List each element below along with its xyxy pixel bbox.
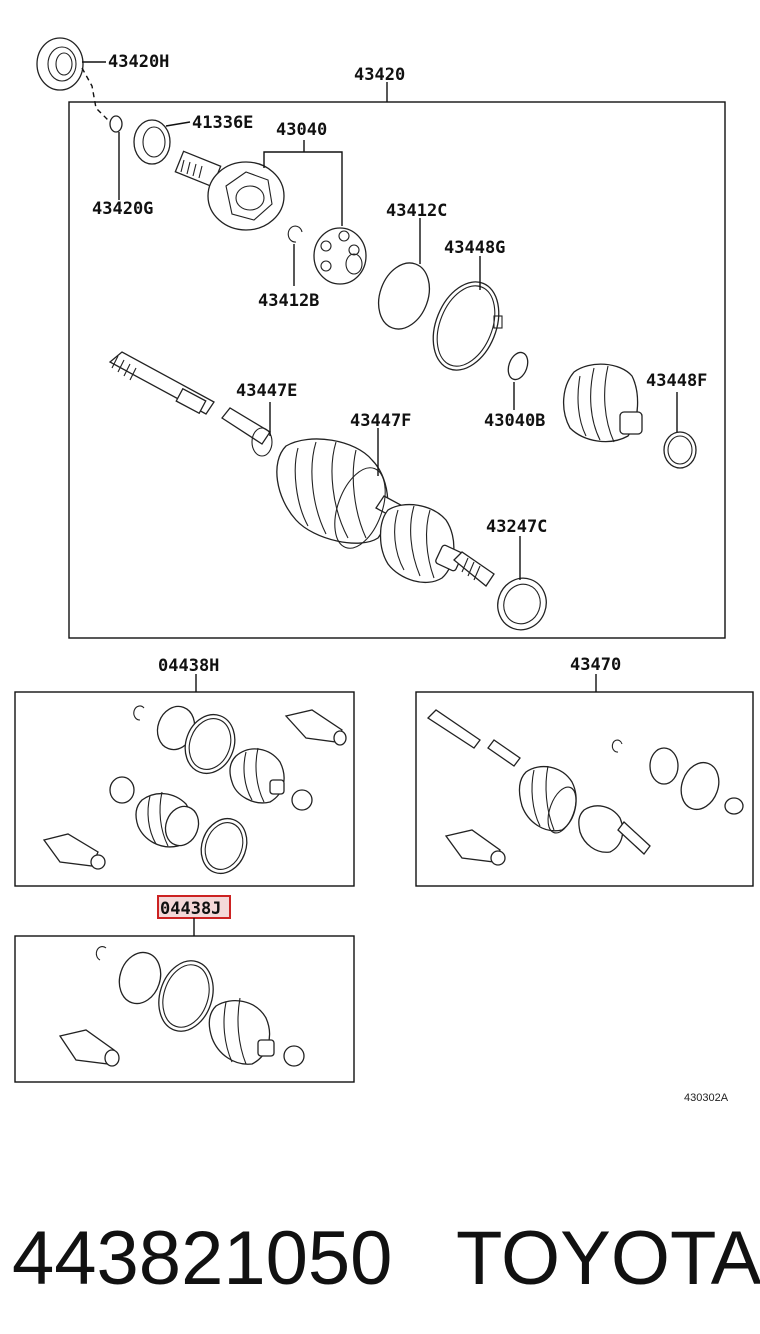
ring-43040b[interactable] <box>505 350 531 382</box>
brand-name: TOYOTA <box>456 1216 760 1301</box>
label-04438h[interactable]: 04438H <box>158 656 219 676</box>
label-43412c[interactable]: 43412C <box>386 201 447 221</box>
kit-04438h-frame <box>14 691 355 887</box>
part-number: 443821050 <box>12 1216 392 1301</box>
label-43040[interactable]: 43040 <box>276 120 327 140</box>
kit-43470-frame <box>415 691 754 887</box>
label-43412b[interactable]: 43412B <box>258 291 319 311</box>
clamp-band-43448g[interactable] <box>421 272 511 380</box>
driveshaft-assembly[interactable] <box>108 351 495 587</box>
label-43447f[interactable]: 43447F <box>350 411 411 431</box>
label-43448g[interactable]: 43448G <box>444 238 505 258</box>
kit-43470-parts[interactable] <box>426 709 744 866</box>
label-43040b[interactable]: 43040B <box>484 411 545 431</box>
kit-04438j-frame <box>14 935 355 1083</box>
clamp-43448f[interactable] <box>663 431 697 469</box>
label-43420h[interactable]: 43420H <box>108 52 169 72</box>
clamp-43447f[interactable] <box>325 461 395 555</box>
inboard-boot[interactable] <box>563 363 643 443</box>
seal-43420h[interactable] <box>36 37 84 91</box>
ring-43247c[interactable] <box>491 571 554 636</box>
figure-code: 430302A <box>684 1092 729 1104</box>
kit-04438h-parts[interactable] <box>42 701 347 880</box>
ring-41336e[interactable] <box>133 119 171 165</box>
outboard-joint-43040[interactable] <box>174 150 285 231</box>
snap-ring-43412b[interactable] <box>287 225 303 243</box>
ball-race[interactable] <box>313 227 367 285</box>
label-43448f[interactable]: 43448F <box>646 371 707 391</box>
label-43420g[interactable]: 43420G <box>92 199 153 219</box>
ring-43412c[interactable] <box>370 256 438 336</box>
label-04438j[interactable]: 04438J <box>160 899 221 919</box>
label-43247c[interactable]: 43247C <box>486 517 547 537</box>
label-43470[interactable]: 43470 <box>570 655 621 675</box>
label-43420[interactable]: 43420 <box>354 65 405 85</box>
kit-04438j-parts[interactable] <box>58 946 305 1067</box>
ring-43420g[interactable] <box>109 115 123 133</box>
label-43447e[interactable]: 43447E <box>236 381 297 401</box>
label-41336e[interactable]: 41336E <box>192 113 253 133</box>
main-assembly-frame <box>68 101 726 639</box>
